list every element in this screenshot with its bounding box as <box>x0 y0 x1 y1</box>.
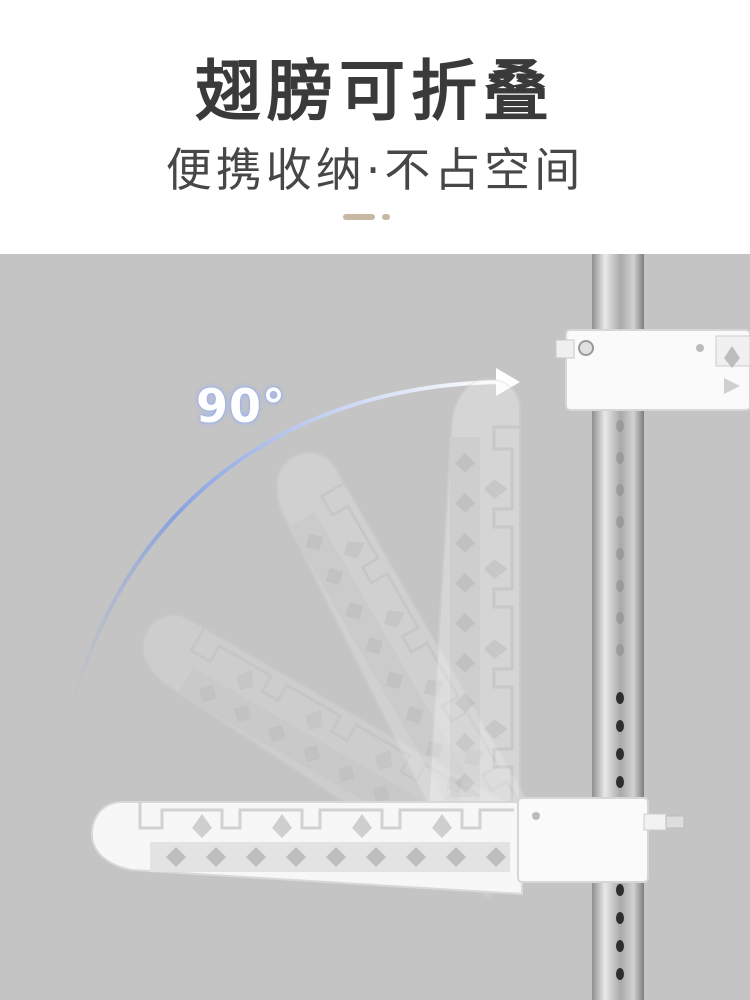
hanger-arm-ghost-90 <box>426 377 522 811</box>
page-subtitle: 便携收纳·不占空间 <box>165 143 585 197</box>
lower-bracket <box>517 797 685 883</box>
product-illustration: 90° <box>0 254 750 1000</box>
page-title: 翅膀可折叠 <box>195 53 555 130</box>
angle-label: 90° <box>196 379 287 433</box>
upper-bracket <box>555 329 750 411</box>
folding-hanger-drawing <box>60 254 750 1000</box>
pole-holes <box>616 420 624 656</box>
hanger-arm-folded-out <box>90 800 524 896</box>
pole-holes-dark <box>616 692 624 980</box>
header-section: 翅膀可折叠 便携收纳·不占空间 <box>0 0 750 254</box>
rotation-arc <box>60 380 501 755</box>
divider-dot <box>382 214 390 220</box>
divider-bar <box>343 214 375 220</box>
